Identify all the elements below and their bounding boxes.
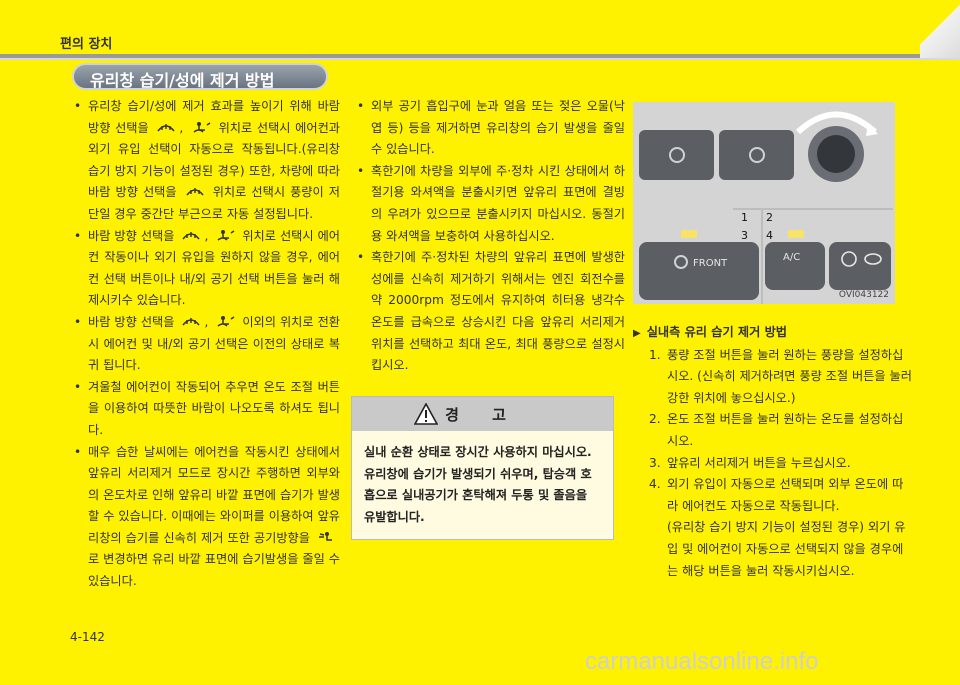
list-item: 겨울철 에어컨이 작동되어 추우면 온도 조절 버튼을 이용하여 따뜻한 바람이…	[72, 377, 340, 442]
defrost-floor-icon	[182, 231, 201, 240]
list-item: 바람 방향 선택을 , 위치로 선택시 에어컨 작동이나 외기 유입을 원하지 …	[72, 226, 340, 312]
recirculation-icon	[864, 253, 882, 265]
left-column: 유리창 습기/성에 제거 효과를 높이기 위해 바람 방향 선택을 , 위치로 …	[72, 96, 340, 593]
header-divider-light	[0, 58, 960, 60]
middle-column: 외부 공기 흡입구에 눈과 얼음 또는 젖은 오물(낙엽 등) 등을 제거하면 …	[355, 96, 625, 377]
defrost-floor-icon	[157, 123, 175, 132]
header-divider	[0, 54, 960, 58]
step-note: (유리창 습기 방지 기능이 설정된 경우) 외기 유입 및 에어컨이 자동으로…	[667, 520, 906, 578]
front-defrost-label: FRONT	[693, 258, 728, 269]
floor-vent-icon	[193, 121, 211, 133]
page-header: 편의 장치	[0, 0, 960, 60]
step-item: 1.풍량 조절 버튼을 눌러 원하는 풍량을 설정하십시오. (신속히 제거하려…	[649, 347, 912, 405]
auto-icon	[841, 251, 857, 267]
defrost-icon	[186, 188, 204, 196]
page-number: 4-142	[70, 630, 105, 644]
triangle-bullet-icon: ▶	[633, 328, 641, 339]
list-item: 혹한기에 주·정차된 차량의 앞유리 표면에 발생한 성에를 신속히 제거하기 …	[355, 247, 625, 377]
list-item: 유리창 습기/성에 제거 효과를 높이기 위해 바람 방향 선택을 , 위치로 …	[72, 96, 340, 226]
climate-control-photo: 1 2 3 4 FRONT A/C OVI043122	[633, 102, 895, 304]
step-item: 4.외기 유입이 자동으로 선택되며 외부 온도에 따라 에어컨도 자동으로 작…	[649, 477, 904, 513]
steps-section: ▶실내측 유리 습기 제거 방법 1.풍량 조절 버튼을 눌러 원하는 풍량을 …	[633, 322, 913, 582]
photo-label-4: 4	[766, 229, 773, 242]
photo-code: OVI043122	[838, 290, 889, 300]
warning-title: 경 고	[445, 406, 520, 424]
watermark: carmanualsonline.info	[585, 648, 819, 675]
floor-vent-icon	[217, 229, 235, 241]
list-item: 바람 방향 선택을 , 이외의 위치로 전환시 에어컨 및 내/외 공기 선택은…	[72, 312, 340, 377]
warning-box: 경 고 실내 순환 상태로 장시간 사용하지 마십시오. 유리창에 습기가 발생…	[351, 396, 614, 540]
section-title: 유리창 습기/성에 제거 방법	[72, 63, 328, 90]
warning-body: 실내 순환 상태로 장시간 사용하지 마십시오. 유리창에 습기가 발생되기 쉬…	[364, 445, 592, 524]
photo-label-1: 1	[741, 211, 748, 224]
list-item: 혹한기에 차량을 외부에 주·정차 시킨 상태에서 하절기용 와셔액을 분출시키…	[355, 161, 625, 247]
warning-header: 경 고	[352, 397, 613, 431]
section-label: 편의 장치	[60, 37, 113, 52]
list-item: 외부 공기 흡입구에 눈과 얼음 또는 젖은 오물(낙엽 등) 등을 제거하면 …	[355, 96, 625, 161]
climate-panel-illustration: 1 2 3 4 FRONT A/C	[633, 102, 895, 304]
step-item: 2.온도 조절 버튼을 눌러 원하는 온도를 설정하십시오.	[649, 412, 904, 448]
step-item: 3.앞유리 서리제거 버튼을 누르십시오.	[649, 455, 851, 470]
steps-title: ▶실내측 유리 습기 제거 방법	[633, 322, 913, 345]
defrost-floor-icon	[182, 317, 201, 326]
floor-vent-icon	[217, 315, 235, 327]
list-item: 매우 습한 날씨에는 에어컨을 작동시킨 상태에서 앞유리 서리제거 모드로 장…	[72, 442, 340, 593]
ac-label: A/C	[783, 252, 800, 263]
warning-triangle-icon	[414, 403, 438, 425]
face-vent-icon	[319, 531, 332, 541]
page-corner-fold	[920, 0, 960, 58]
photo-label-2: 2	[766, 211, 773, 224]
photo-label-3: 3	[741, 229, 748, 242]
